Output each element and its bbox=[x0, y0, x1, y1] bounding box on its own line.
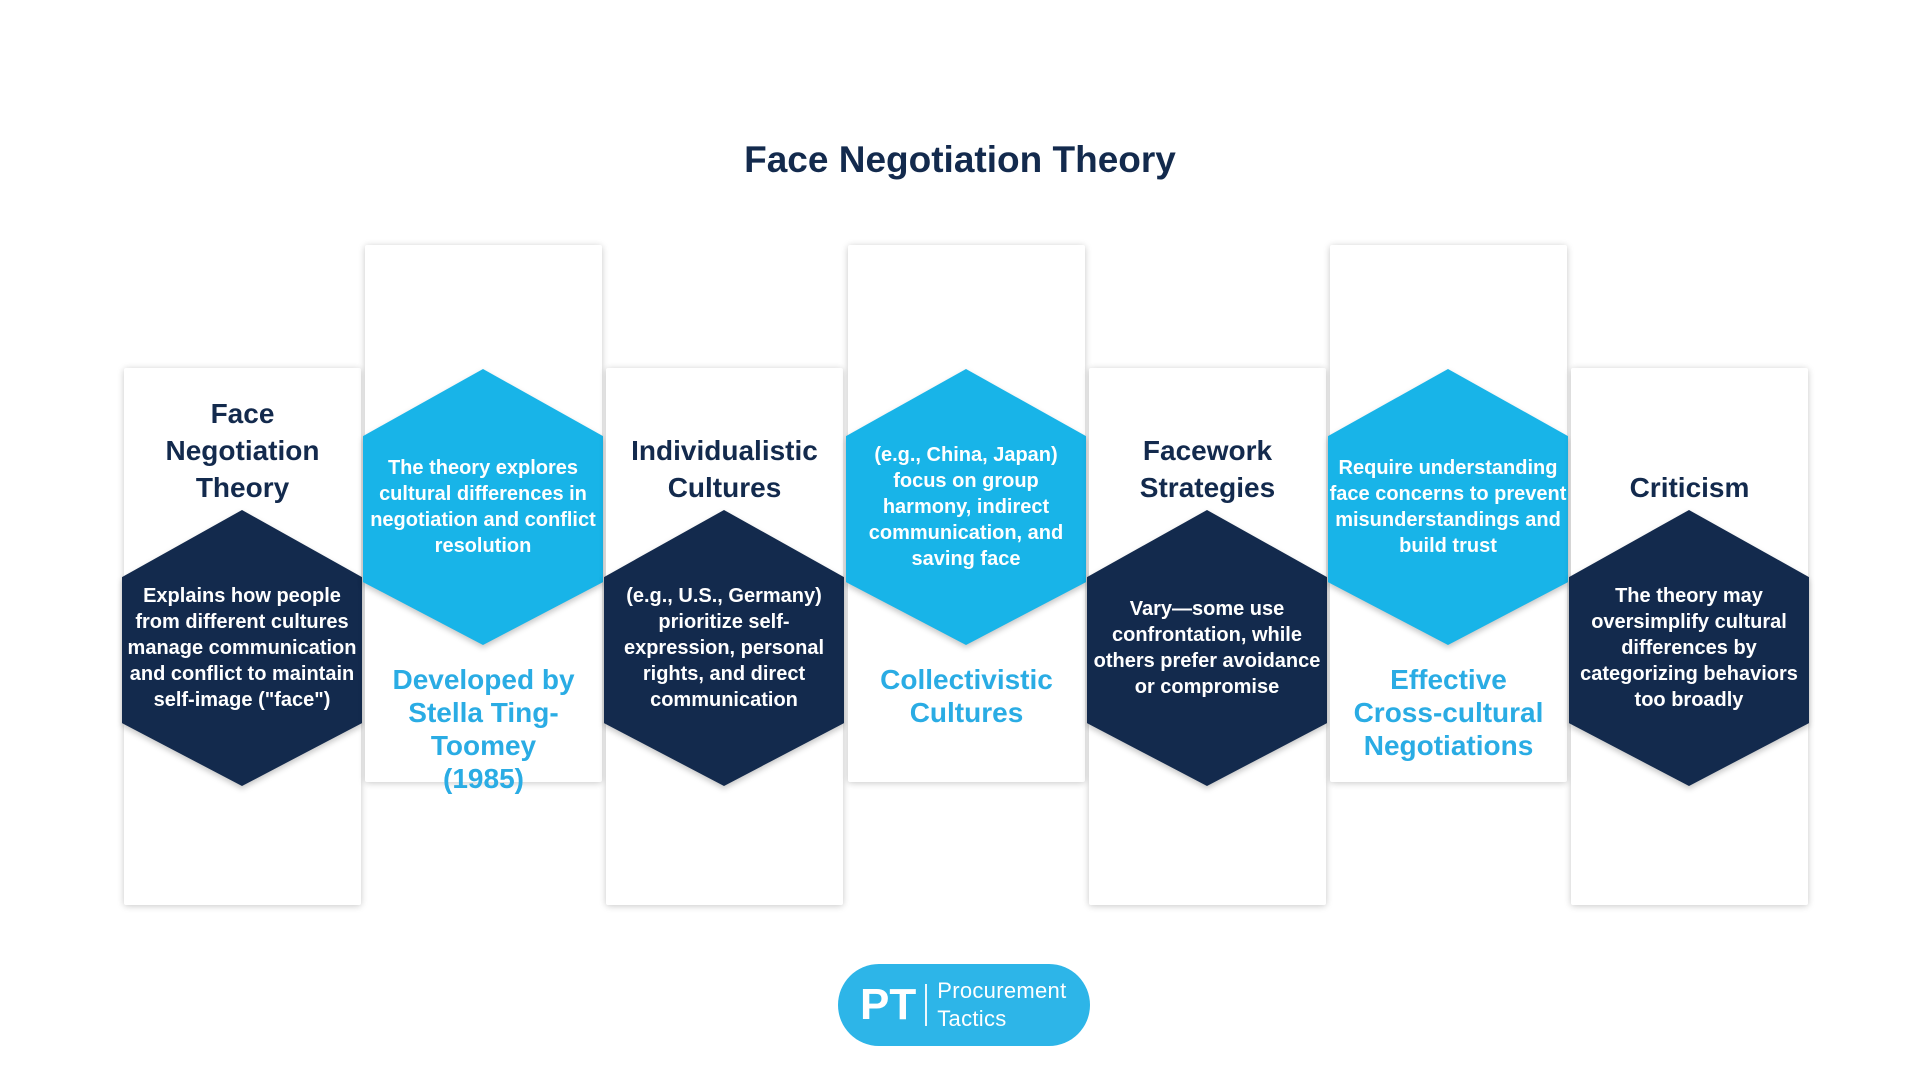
panel-collectivistic-cultures: (e.g., China, Japan) focus on group harm… bbox=[846, 0, 1087, 1080]
panel-body-text: Vary—some use confrontation, while other… bbox=[1093, 598, 1321, 698]
panel-body-text: The theory explores cultural differences… bbox=[370, 457, 596, 557]
panel-individualistic-cultures: Individualistic Cultures (e.g., U.S., Ge… bbox=[604, 0, 845, 1080]
panel-developed-by: The theory explores cultural differences… bbox=[363, 0, 604, 1080]
hexagon-shape bbox=[1087, 510, 1327, 786]
panel-facework-strategies: Facework Strategies Vary—some use confro… bbox=[1087, 0, 1328, 1080]
panel-body-text: (e.g., China, Japan) focus on group harm… bbox=[868, 444, 1064, 570]
hexagon-shape bbox=[1569, 510, 1809, 786]
panel-body-text: Explains how people from different cultu… bbox=[127, 585, 357, 711]
procurement-tactics-logo: PT Procurement Tactics bbox=[838, 964, 1090, 1046]
logo-divider bbox=[925, 984, 928, 1026]
panel-label: Criticism bbox=[1629, 472, 1750, 503]
panel-label: Individualistic Cultures bbox=[631, 435, 818, 503]
panel-label: Face Negotiation Theory bbox=[165, 398, 320, 503]
hexagon-shape bbox=[1328, 369, 1568, 645]
panel-body-text: (e.g., U.S., Germany) prioritize self- e… bbox=[623, 585, 825, 711]
panel-criticism: Criticism The theory may oversimplify cu… bbox=[1569, 0, 1810, 1080]
logo-monogram: PT bbox=[860, 980, 917, 1029]
hexagon-shape bbox=[363, 369, 603, 645]
hexagon-shape bbox=[846, 369, 1086, 645]
panel-effective-negotiations: Require understanding face concerns to p… bbox=[1328, 0, 1569, 1080]
panel-body-text: Require understanding face concerns to p… bbox=[1329, 457, 1567, 557]
panel-label: Facework Strategies bbox=[1139, 435, 1276, 503]
panel-label: Collectivistic Cultures bbox=[880, 664, 1053, 728]
panel-label: Effective Cross-cultural Negotiations bbox=[1353, 664, 1544, 761]
panel-face-negotiation-theory: Face Negotiation Theory Explains how peo… bbox=[122, 0, 363, 1080]
panel-body-text: The theory may oversimplify cultural dif… bbox=[1580, 585, 1798, 711]
page-title: Face Negotiation Theory bbox=[744, 139, 1176, 180]
logo-brand-name: Procurement Tactics bbox=[937, 978, 1067, 1031]
hexagon-shape bbox=[122, 510, 362, 786]
panel-label: Developed by Stella Ting- Toomey (1985) bbox=[392, 664, 575, 794]
hexagon-shape bbox=[604, 510, 844, 786]
